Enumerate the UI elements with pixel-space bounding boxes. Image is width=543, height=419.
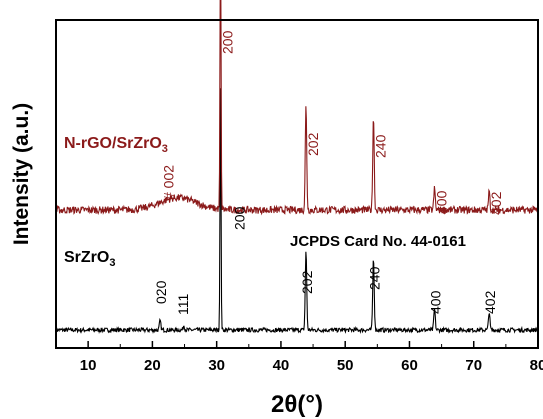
x-tick-label: 10: [80, 357, 97, 374]
peak-label-layer: 200 202 240 400 402 # 002 020 111 200 202 240 400 40…: [153, 30, 504, 315]
peak-label-red: 200: [220, 30, 236, 54]
x-tick-label: 70: [465, 357, 482, 374]
x-tick-label: 50: [337, 357, 354, 374]
series-line-srzro3: [55, 88, 539, 335]
series-label-srzro3: SrZrO3: [64, 249, 115, 269]
peak-label-black: 020: [153, 280, 169, 304]
jcpds-annotation: JCPDS Card No. 44-0161: [290, 233, 466, 250]
series-label-base: N-rGO/SrZrO: [64, 135, 162, 152]
peak-label-red: 240: [372, 134, 388, 158]
series-layer: [55, 0, 539, 335]
x-tick-label: 20: [144, 357, 161, 374]
x-tick-label: 40: [273, 357, 290, 374]
peak-label-black: 200: [232, 206, 248, 230]
plot-frame: [55, 19, 539, 349]
peak-label-black: 202: [299, 270, 315, 294]
x-tick-label: 80: [530, 357, 543, 374]
peak-label-black: 111: [175, 294, 191, 315]
x-axis-title: 2θ(°): [271, 391, 323, 418]
x-tick-label: 60: [401, 357, 418, 374]
x-tick-layer: 10 20 30 40 50 60 70 80: [55, 341, 543, 374]
peak-label-red: 202: [305, 132, 321, 156]
peak-label-red: 402: [488, 191, 504, 215]
series-line-n-rgo-srzro3: [55, 0, 539, 216]
peak-label-red: 400: [434, 190, 450, 214]
series-label-n-rgo-srzro3: N-rGO/SrZrO3: [64, 135, 168, 155]
series-label-base: SrZrO: [64, 249, 109, 266]
series-label-subscript: 3: [162, 143, 168, 155]
x-tick-label: 30: [208, 357, 225, 374]
peak-label-red: # 002: [160, 165, 176, 200]
y-axis-title: Intensity (a.u.): [10, 103, 33, 245]
peak-label-black: 400: [428, 290, 444, 314]
series-label-subscript: 3: [109, 257, 115, 269]
peak-label-black: 402: [482, 290, 498, 314]
peak-label-black: 240: [366, 266, 382, 290]
